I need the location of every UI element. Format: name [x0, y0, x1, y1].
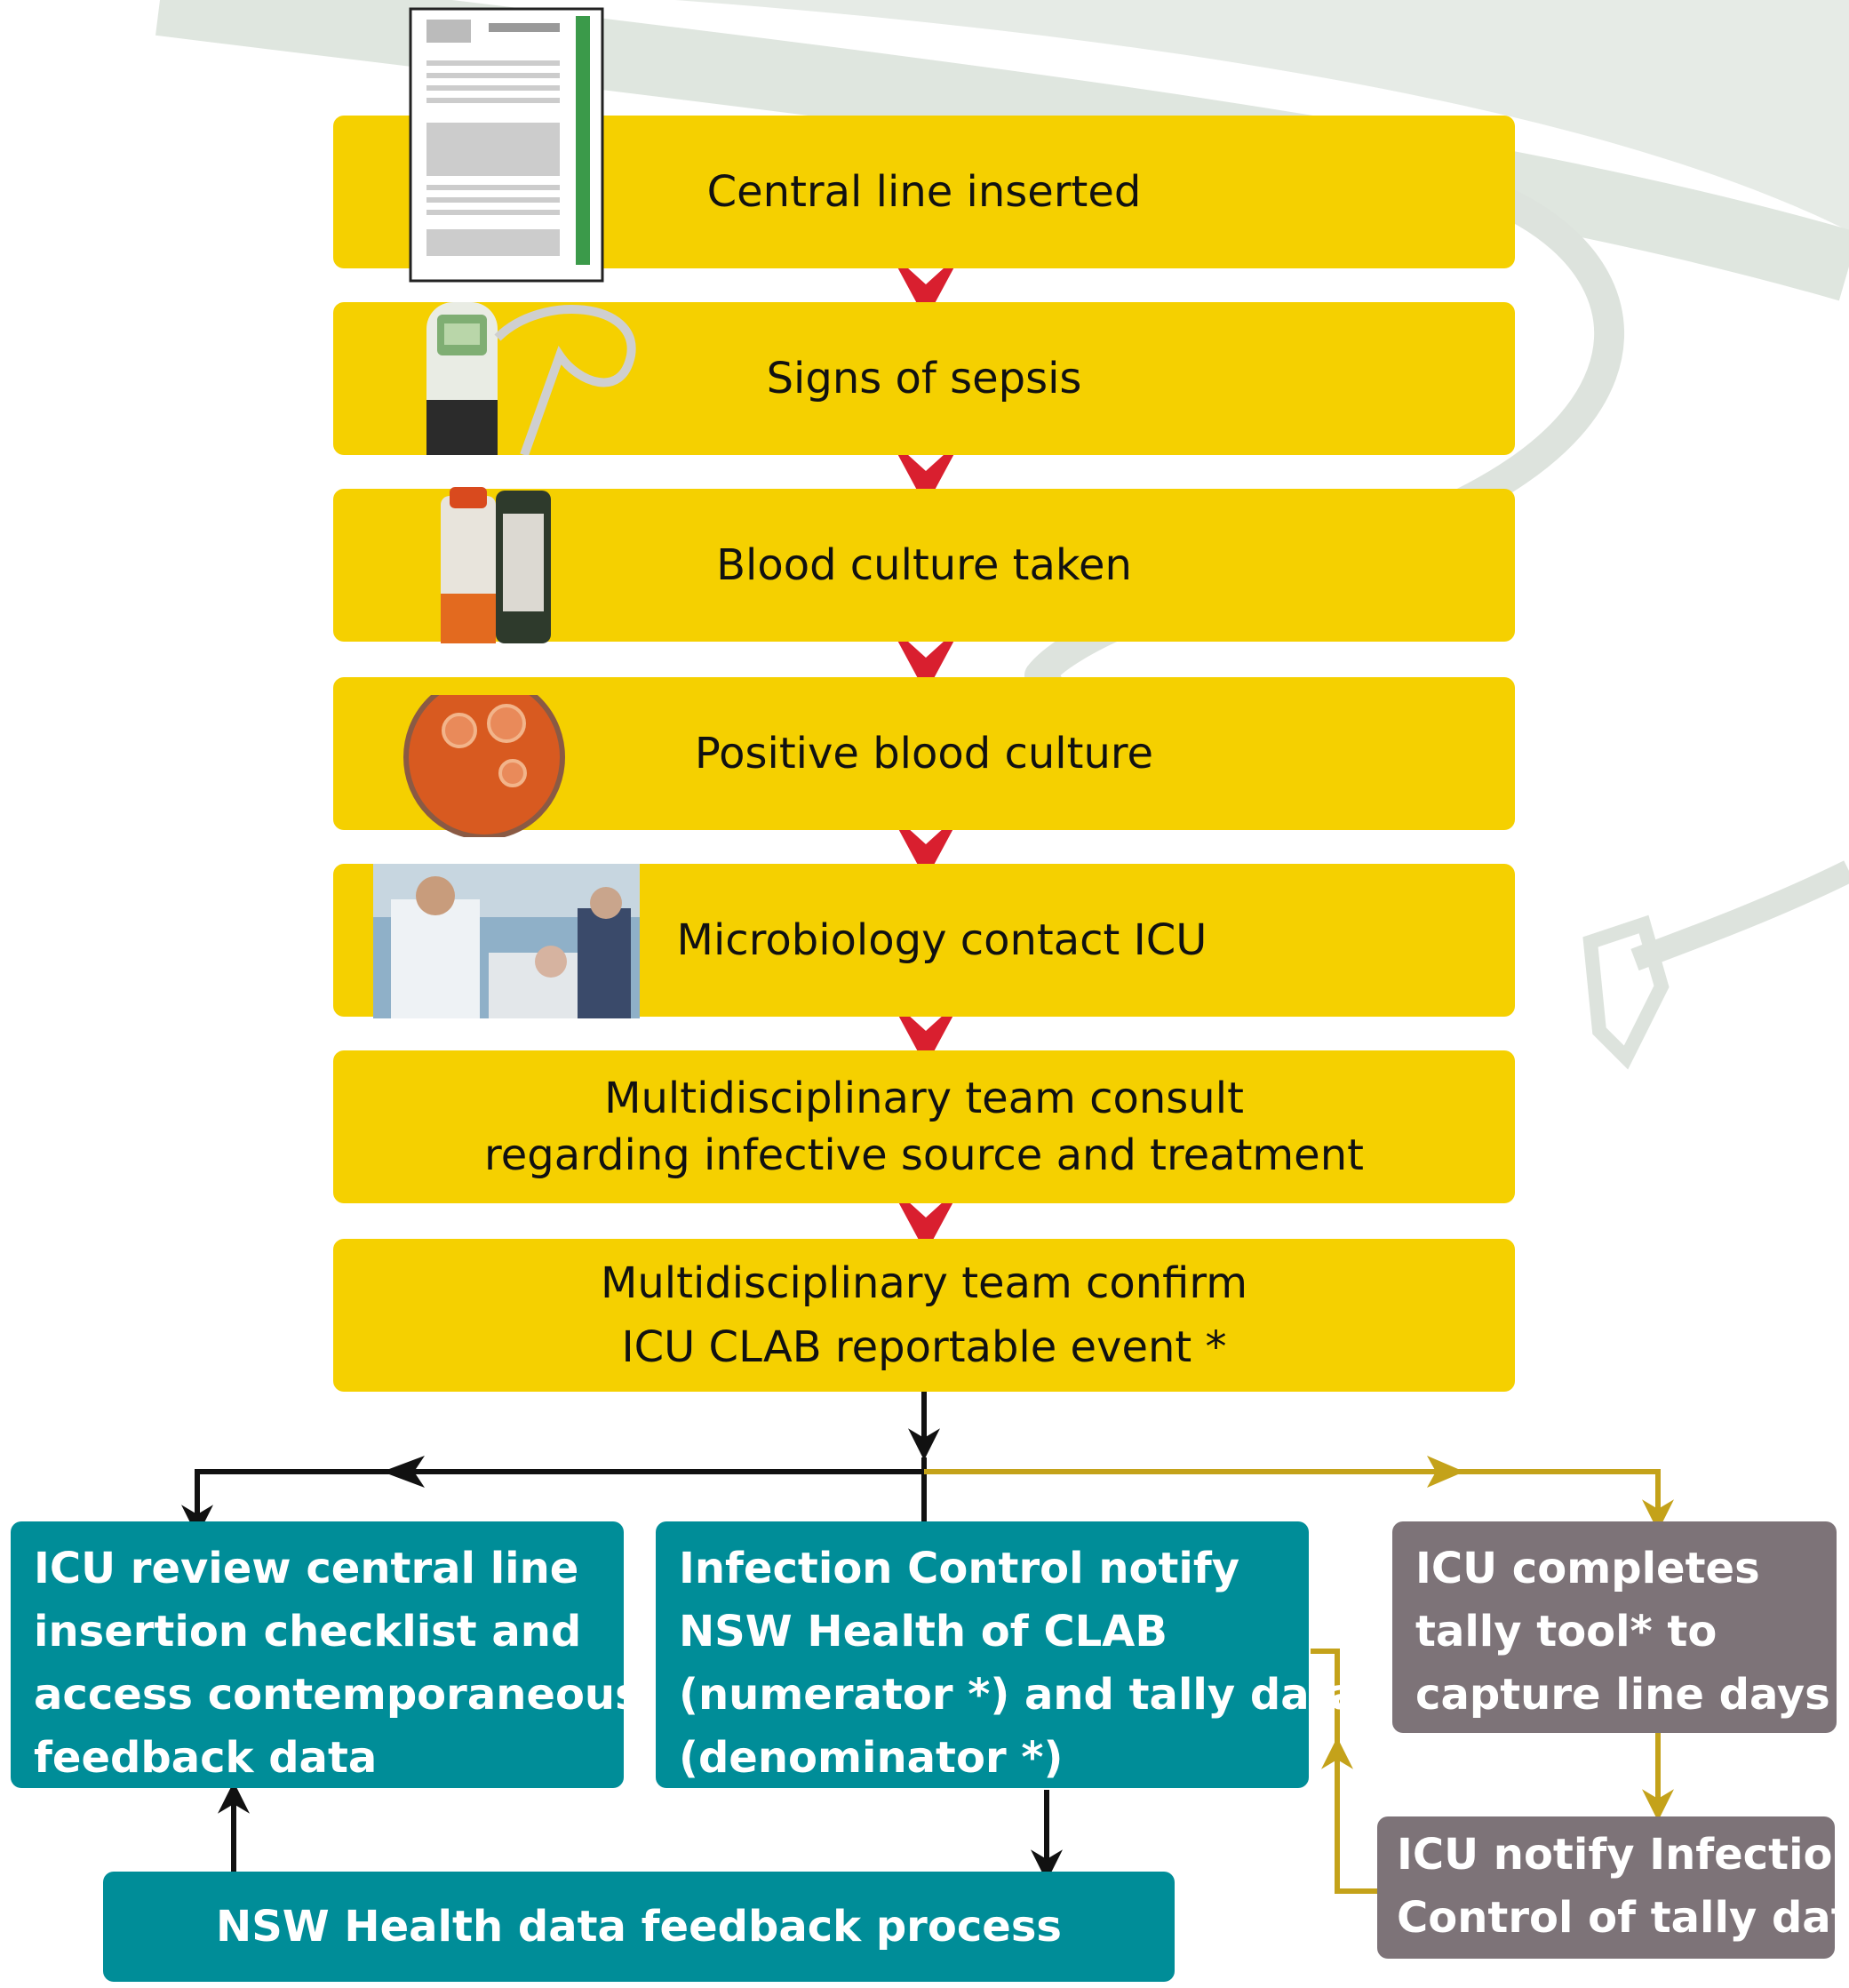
step-label: Blood culture taken — [716, 540, 1132, 590]
step-label: Positive blood culture — [694, 729, 1154, 778]
box-line: (numerator *) and tally data — [679, 1670, 1359, 1720]
step-text: Multidisciplinary team consult regarding… — [333, 1050, 1515, 1203]
step-text: Signs of sepsis — [333, 302, 1515, 455]
box-line: feedback data — [34, 1733, 378, 1783]
petri-dish-image — [403, 695, 565, 837]
step-text: Microbiology contact ICU — [333, 864, 1515, 1017]
box-line: ICU completes — [1415, 1544, 1760, 1593]
black-flow-lines — [181, 1392, 1063, 1882]
gold-flow-lines — [924, 1469, 1674, 1894]
box-line: NSW Health data feedback process — [216, 1901, 1062, 1952]
step-label: Microbiology contact ICU — [676, 915, 1207, 965]
box-line: NSW Health of CLAB — [679, 1607, 1168, 1657]
notify-tally-box: ICU notify Infection Control of tally da… — [1377, 1816, 1849, 1959]
step-text: Central line inserted — [333, 116, 1515, 268]
box-line: access contemporaneous — [34, 1670, 641, 1720]
step-label-line-2: regarding infective source and treatment — [484, 1130, 1364, 1180]
step-label-line-1: Multidisciplinary team confirm — [600, 1258, 1248, 1308]
thermometer-image — [426, 302, 636, 455]
step-label-line-2: ICU CLAB reportable event * — [621, 1322, 1227, 1372]
blood-culture-bottles-image — [441, 487, 551, 643]
checklist-form-image — [409, 7, 604, 283]
box-line: Control of tally data — [1397, 1893, 1849, 1943]
box-line: capture line days — [1415, 1670, 1830, 1720]
box-line: ICU notify Infection — [1397, 1830, 1849, 1880]
box-line: (denominator *) — [679, 1733, 1064, 1783]
infection-control-box: Infection Control notify NSW Health of C… — [656, 1521, 1359, 1788]
step-label: Signs of sepsis — [766, 354, 1082, 403]
step-team-confirm: Multidisciplinary team confirm ICU CLAB … — [333, 1239, 1515, 1392]
box-line: insertion checklist and — [34, 1607, 582, 1657]
step-label-line-1: Multidisciplinary team consult — [604, 1074, 1244, 1123]
icu-photo-image — [373, 864, 640, 1018]
step-text: Blood culture taken — [333, 489, 1515, 642]
step-text: Multidisciplinary team confirm ICU CLAB … — [333, 1239, 1515, 1392]
feedback-process-box: NSW Health data feedback process — [103, 1872, 1175, 1982]
box-line: tally tool* to — [1415, 1607, 1717, 1657]
icu-review-box: ICU review central line insertion checkl… — [11, 1521, 641, 1788]
step-team-consult: Multidisciplinary team consult regarding… — [333, 1050, 1515, 1203]
box-line: ICU review central line — [34, 1544, 579, 1593]
step-label: Central line inserted — [706, 167, 1142, 217]
box-line: Infection Control notify — [679, 1544, 1240, 1593]
step-text: Positive blood culture — [333, 677, 1515, 830]
tally-tool-box: ICU completes tally tool* to capture lin… — [1392, 1521, 1837, 1733]
